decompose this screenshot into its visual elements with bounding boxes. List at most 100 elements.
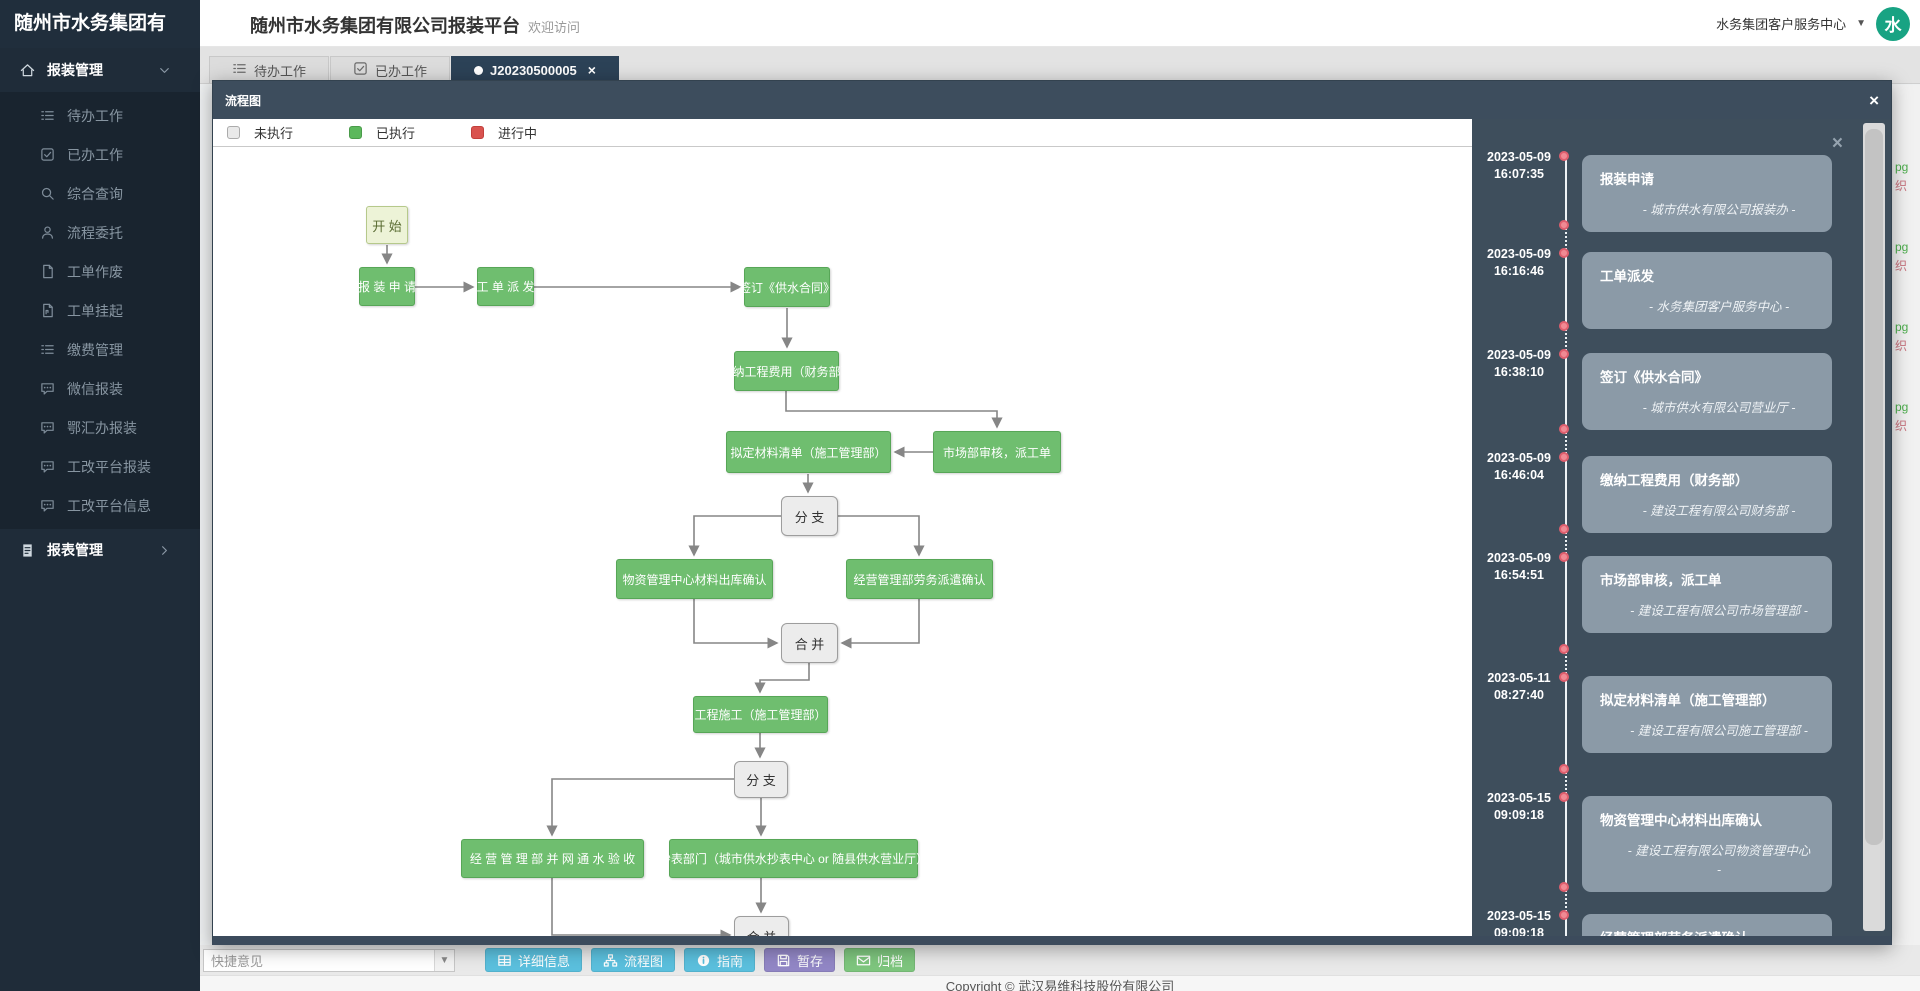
toolbar-button-label: 暂存 — [797, 953, 824, 969]
timeline-gutter — [1552, 670, 1582, 794]
timeline-card-title: 经营管理部劳务派遣确认 — [1600, 927, 1814, 936]
timeline-gutter — [1552, 790, 1582, 912]
fragment-link-text: pg — [1895, 320, 1909, 334]
list-icon — [40, 108, 55, 123]
file-icon — [40, 264, 55, 279]
timeline-date: 2023-05-09 — [1487, 150, 1551, 164]
quick-opinion-select[interactable]: 快捷意见 ▼ — [203, 948, 455, 972]
page-footer: Copyright © 武汉易维科技股份有限公司 — [200, 975, 1920, 991]
timeline-gutter — [1552, 450, 1582, 554]
timeline-dotted-line — [1565, 228, 1567, 250]
sidebar-item-9[interactable]: 工改平台报装 — [0, 447, 200, 486]
sidebar-item-3[interactable]: 流程委托 — [0, 213, 200, 252]
sidebar-item-4[interactable]: 工单作废 — [0, 252, 200, 291]
timeline-time: 08:27:40 — [1493, 688, 1545, 702]
tab-1[interactable]: 已办工作 — [330, 56, 451, 83]
sidebar-item-label: 缴费管理 — [67, 341, 123, 358]
timeline-dot-icon — [1559, 424, 1569, 434]
tab-0[interactable]: 待办工作 — [209, 56, 330, 83]
timeline-line — [1565, 680, 1567, 770]
timeline-card-title: 物资管理中心材料出库确认 — [1600, 813, 1762, 828]
avatar[interactable]: 水 — [1876, 6, 1910, 41]
timeline-line — [1565, 800, 1567, 888]
list-icon — [40, 342, 55, 357]
sidebar-item-5[interactable]: 工单挂起 — [0, 291, 200, 330]
legend-swatch — [349, 126, 363, 139]
sidebar-item-8[interactable]: 鄂汇办报装 — [0, 408, 200, 447]
sidebar-item-0[interactable]: 待办工作 — [0, 96, 200, 135]
sidebar-item-label: 微信报装 — [67, 380, 123, 397]
timeline-card: 拟定材料清单（施工管理部） - 建设工程有限公司施工管理部 - — [1582, 676, 1832, 753]
comment-icon — [40, 459, 55, 474]
toolbar-button-3[interactable]: 暂存 — [764, 948, 836, 972]
timeline-dot-icon — [1559, 882, 1569, 892]
timeline-card-org: - 城市供水有限公司报装办 - — [1642, 203, 1796, 217]
user-icon — [40, 225, 55, 240]
timeline-dot-icon — [1559, 524, 1569, 534]
chevron-down-icon — [157, 63, 172, 78]
sidebar-section-baozhuang[interactable]: 报装管理 — [0, 48, 200, 92]
sidebar-item-10[interactable]: 工改平台信息 — [0, 486, 200, 525]
timeline-card-org: - 城市供水有限公司营业厅 - — [1642, 401, 1796, 415]
bottom-toolbar: 快捷意见 ▼ 详细信息 流程图 指南 暂存 归档 — [200, 945, 1920, 975]
timeline-scrollbar[interactable] — [1863, 123, 1885, 931]
timeline-date: 2023-05-09 — [1487, 247, 1551, 261]
fragment-text: 织 — [1895, 179, 1908, 193]
timeline-entry-4: 2023-05-09 16:54:51 市场部审核，派工单 - 建设工程有限公司… — [1486, 550, 1857, 674]
timeline-card: 缴纳工程费用（财务部） - 建设工程有限公司财务部 - — [1582, 456, 1832, 533]
toolbar-buttons: 详细信息 流程图 指南 暂存 归档 — [485, 948, 916, 972]
envelope-icon — [856, 953, 871, 968]
timeline-close-icon[interactable]: × — [1831, 133, 1843, 154]
flow-node-acceptance: 经 营 管 理 部 并 网 通 水 验 收 — [461, 839, 644, 878]
flow-node-branch2: 分 支 — [734, 761, 788, 798]
flowchart-canvas: 开 始报 装 申 请工 单 派 发签订《供水合同》缴纳工程费用（财务部）拟定材料… — [213, 147, 1472, 936]
timeline-scrollbar-thumb[interactable] — [1865, 129, 1883, 845]
sidebar-item-2[interactable]: 综合查询 — [0, 174, 200, 213]
timeline-card-org: - 水务集团客户服务中心 - — [1648, 300, 1790, 314]
tab-close-icon[interactable]: × — [587, 62, 596, 78]
timeline-dotted-line — [1565, 329, 1567, 351]
flow-node-contract: 签订《供水合同》 — [739, 267, 835, 307]
list-icon — [232, 61, 247, 79]
timeline-dot-icon — [1559, 248, 1569, 258]
info-icon — [696, 953, 711, 968]
toolbar-button-0[interactable]: 详细信息 — [485, 948, 583, 972]
toolbar-button-4[interactable]: 归档 — [844, 948, 916, 972]
sidebar-item-label: 已办工作 — [67, 146, 123, 163]
toolbar-button-label: 详细信息 — [518, 953, 571, 969]
timeline-timestamp: 2023-05-09 16:46:04 — [1486, 450, 1552, 550]
file-alt-icon — [40, 303, 55, 318]
tab-label: J20230500005 — [490, 62, 577, 78]
tab-2[interactable]: J20230500005 × — [451, 56, 619, 83]
legend-item-0: 未执行 — [227, 123, 293, 142]
sidebar-item-6[interactable]: 缴费管理 — [0, 330, 200, 369]
check-square-icon — [40, 147, 55, 162]
chevron-right-icon — [157, 543, 172, 558]
sidebar-section-reports[interactable]: 报表管理 — [0, 529, 200, 571]
timeline-entry-3: 2023-05-09 16:46:04 缴纳工程费用（财务部） - 建设工程有限… — [1486, 450, 1857, 554]
user-menu[interactable]: 水务集团客户服务中心 ▼ 水 — [1716, 0, 1910, 47]
timeline-time: 16:38:10 — [1493, 365, 1545, 379]
save-icon — [776, 953, 791, 968]
legend-item-1: 已执行 — [349, 123, 415, 142]
timeline-list: 2023-05-09 16:07:35 报装申请 - 城市供水有限公司报装办 -… — [1472, 119, 1857, 936]
timeline-card: 市场部审核，派工单 - 建设工程有限公司市场管理部 - — [1582, 556, 1832, 633]
background-fragment-1: pg 织 — [1895, 240, 1908, 274]
comment-icon — [40, 420, 55, 435]
sidebar-item-1[interactable]: 已办工作 — [0, 135, 200, 174]
timeline-time: 16:54:51 — [1493, 568, 1545, 582]
timeline-time: 16:46:04 — [1493, 468, 1545, 482]
timeline-card: 工单派发 - 水务集团客户服务中心 - — [1582, 252, 1832, 329]
timeline-time: 16:16:46 — [1493, 264, 1545, 278]
sidebar-item-7[interactable]: 微信报装 — [0, 369, 200, 408]
flow-node-merge1: 合 并 — [781, 623, 838, 663]
timeline-timestamp: 2023-05-09 16:54:51 — [1486, 550, 1552, 670]
modal-close-icon[interactable]: × — [1869, 90, 1879, 110]
toolbar-button-2[interactable]: 指南 — [684, 948, 756, 972]
timeline-card-title: 报装申请 — [1600, 172, 1654, 187]
fragment-text: 织 — [1895, 419, 1908, 433]
timeline-timestamp: 2023-05-09 16:38:10 — [1486, 347, 1552, 450]
timeline-time: 16:07:35 — [1493, 167, 1545, 181]
toolbar-button-1[interactable]: 流程图 — [591, 948, 676, 972]
